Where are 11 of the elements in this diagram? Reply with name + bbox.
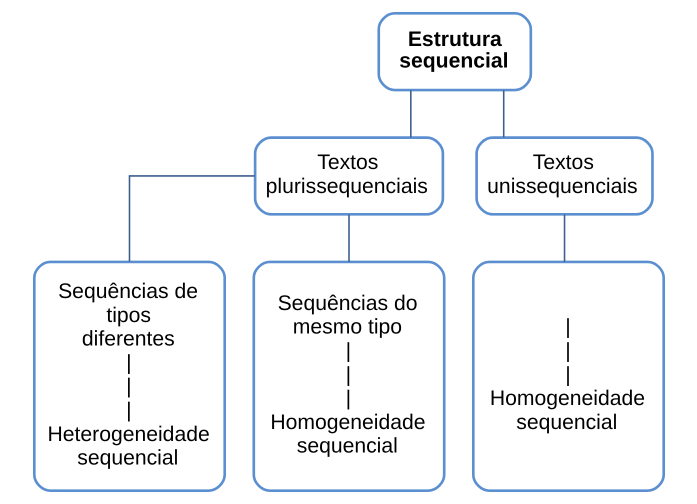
node-box: | | | Homogeneidade sequencial [471,260,665,492]
node-box: Sequências do mesmo tipo | | | Homogeneidade sequencial [252,260,446,492]
node-box: Textos unissequenciais [474,136,654,216]
connector [502,90,504,138]
connector [563,214,565,262]
connector [348,214,350,262]
node-box: Estrutura sequencial [376,12,532,92]
connector [410,90,412,138]
node-box: Sequências de tipos diferentes | | | Heterogeneidade sequencial [32,260,226,492]
node-box: Textos plurissequenciais [253,136,444,216]
connector [128,175,254,262]
